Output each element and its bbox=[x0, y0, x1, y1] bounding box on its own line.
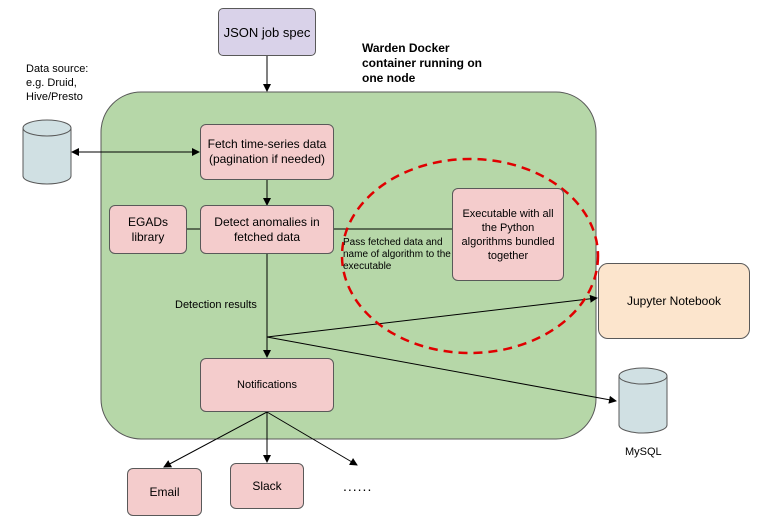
arrow-results-to-mysql bbox=[266, 336, 617, 404]
detect-anomalies-node: Detect anomalies in fetched data bbox=[200, 205, 334, 254]
arrow-notifications-to-email bbox=[163, 411, 268, 468]
jupyter-notebook-node: Jupyter Notebook bbox=[598, 263, 750, 339]
more-targets-ellipsis: ...... bbox=[343, 478, 373, 494]
email-node: Email bbox=[127, 468, 202, 516]
detection-results-label: Detection results bbox=[175, 299, 257, 311]
executable-node: Executable with all the Python algorithm… bbox=[452, 188, 564, 281]
highlight-ellipse bbox=[340, 157, 600, 355]
data-source-database-icon bbox=[22, 119, 72, 185]
arrow-notifications-to-more bbox=[266, 411, 358, 466]
mysql-database-icon bbox=[618, 367, 668, 434]
slack-node: Slack bbox=[230, 463, 304, 509]
container-title: Warden Docker container running on one n… bbox=[362, 41, 482, 85]
egads-library-node: EGADs library bbox=[109, 205, 187, 254]
data-source-label: Data source: e.g. Druid, Hive/Presto bbox=[26, 63, 89, 103]
notifications-node: Notifications bbox=[200, 358, 334, 412]
mysql-label: MySQL bbox=[625, 446, 662, 458]
pass-data-label: Pass fetched data and name of algorithm … bbox=[343, 237, 451, 272]
fetch-data-node: Fetch time-series data (pagination if ne… bbox=[200, 124, 334, 180]
arrow-results-to-jupyter bbox=[266, 294, 598, 338]
json-job-spec-node: JSON job spec bbox=[218, 8, 316, 56]
